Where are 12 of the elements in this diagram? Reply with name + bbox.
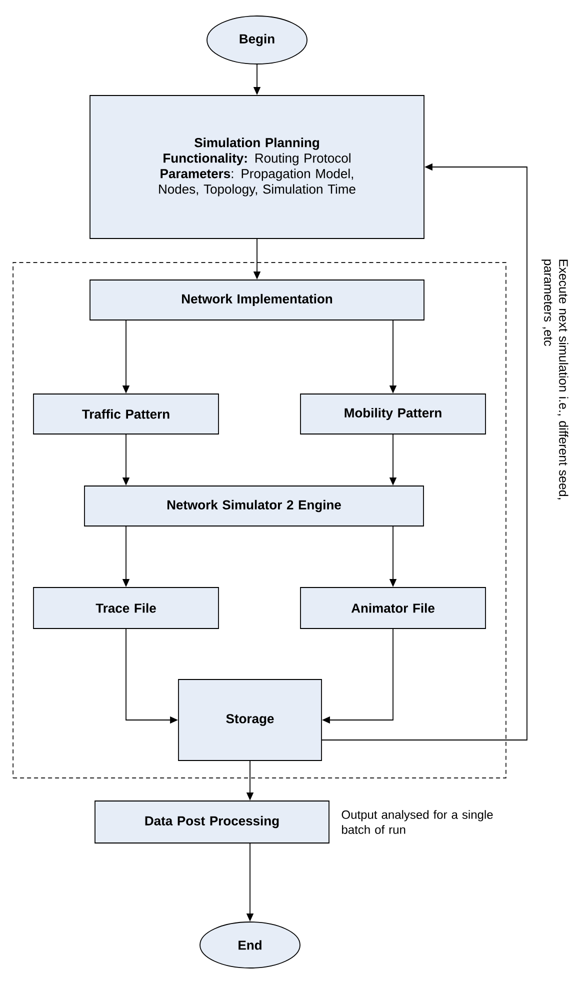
process-box: Simulation Planning Functionality: Routing Protocol Parameters: Propagation Model, Nodes, Topology, Simulation Time (90, 95, 424, 239)
process-box: Network Simulator 2 Engine (84, 486, 424, 526)
edge-label: Execute next simulation i.e., different seed, parameters ,etc (542, 260, 568, 500)
process-box: Animator File (300, 587, 486, 629)
side-note: Output analysed for a single batch of run (342, 810, 493, 834)
process-box: Storage (178, 679, 322, 761)
process-box: Trace File (33, 587, 219, 629)
process-box: Mobility Pattern (300, 394, 486, 434)
group-box (12, 262, 506, 778)
process-box: Traffic Pattern (33, 394, 219, 434)
process-box: Data Post Processing (94, 800, 330, 844)
process-box: Network Implementation (90, 280, 424, 320)
